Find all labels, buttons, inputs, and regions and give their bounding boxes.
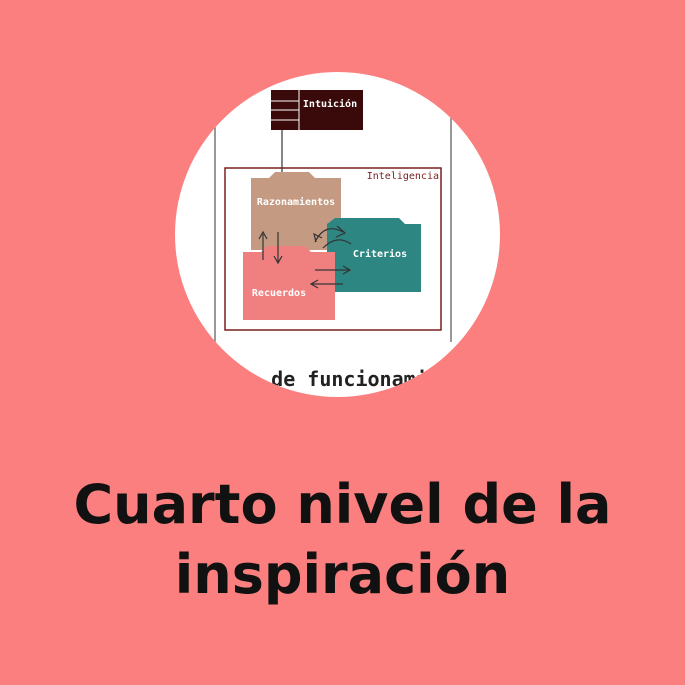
recuerdos-label: Recuerdos <box>252 288 306 299</box>
page-title-line-2: inspiración <box>174 543 511 606</box>
criterios-folder <box>327 218 421 292</box>
criterios-label: Criterios <box>353 248 407 260</box>
functioning-diagram: Inteligencia Intuición Razonamientos Cri… <box>214 72 452 397</box>
inteligencia-box <box>224 167 442 331</box>
diagram-caption-line-1: elo de funcionami <box>223 367 428 391</box>
page-title-line-1: Cuarto nivel de la <box>73 473 612 536</box>
recuerdos-criterios-arrows <box>309 265 352 289</box>
intuicion-label: Intuición <box>303 98 357 110</box>
razonamientos-label: Razonamientos <box>257 196 335 208</box>
razon-recuerdos-arrows <box>258 230 283 265</box>
inteligencia-label: Inteligencia <box>367 171 439 182</box>
razon-criterios-arrows <box>313 225 352 249</box>
diagram-circle: Inteligencia Intuición Razonamientos Cri… <box>175 72 500 397</box>
diagram-caption-line-2: conscie <box>293 395 377 397</box>
razonamientos-folder <box>251 172 341 250</box>
page-title: Cuarto nivel de la inspiración <box>0 470 685 610</box>
recuerdos-folder <box>243 246 335 320</box>
